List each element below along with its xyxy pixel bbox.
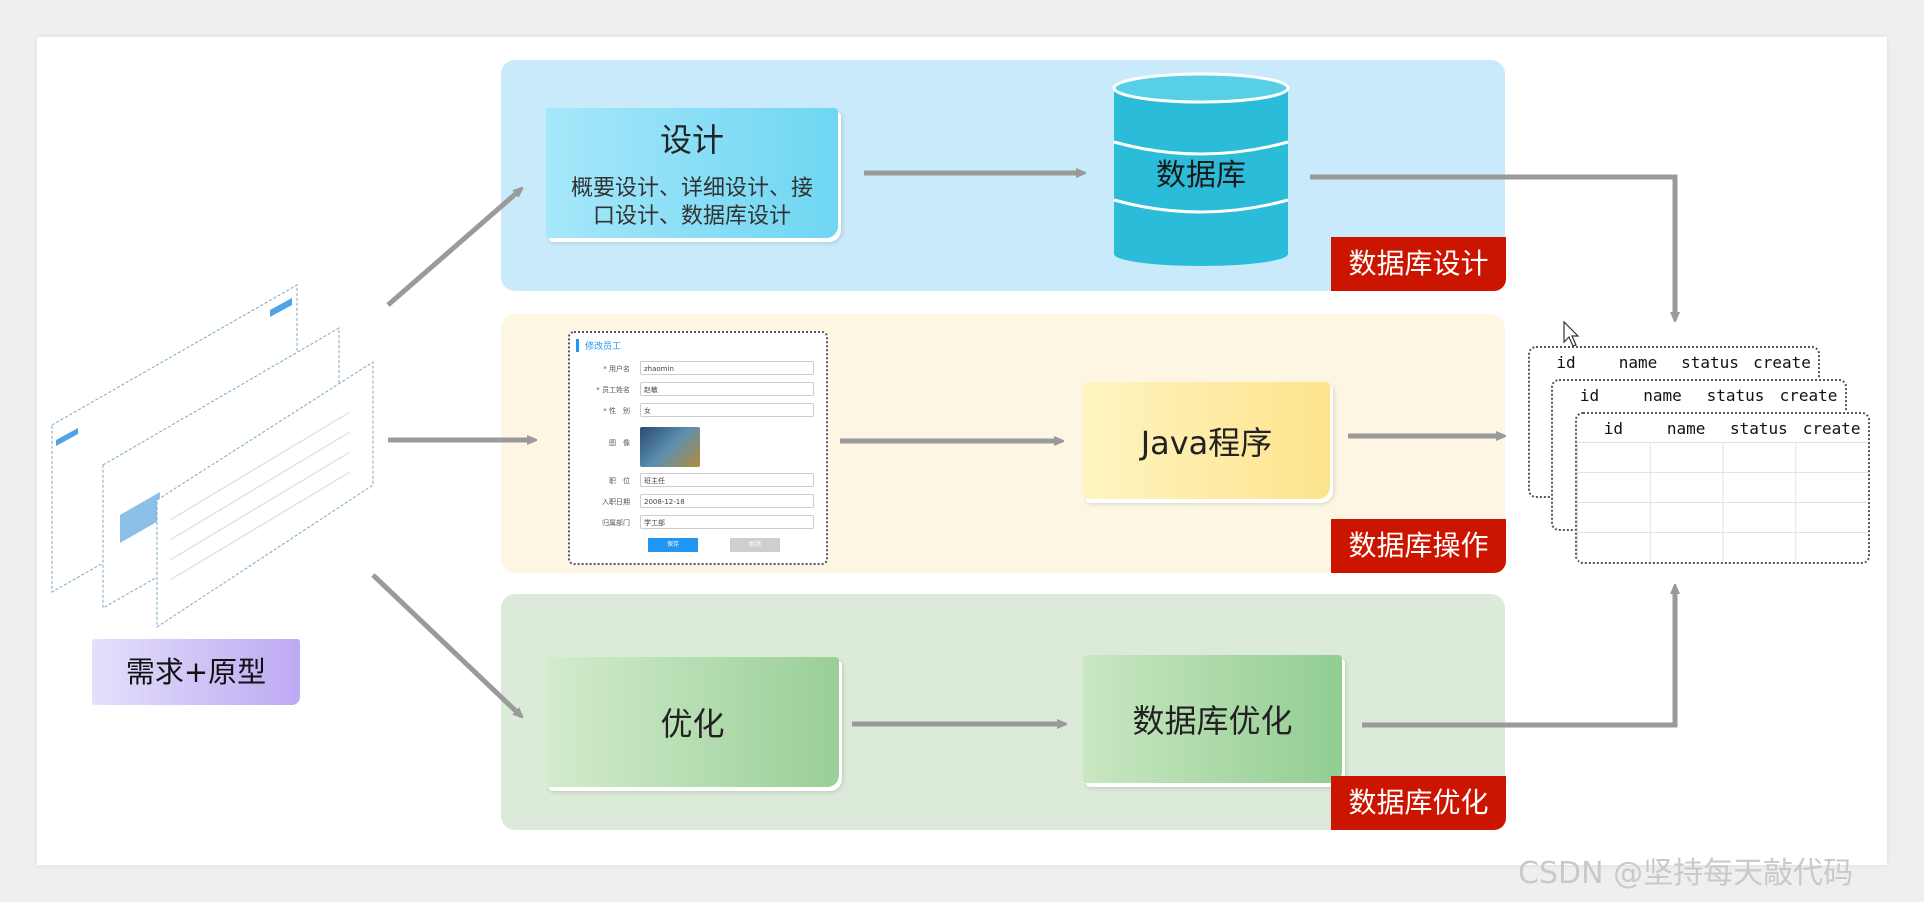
- save-button[interactable]: 保存: [648, 538, 698, 552]
- field-label: 入职日期: [602, 498, 630, 506]
- table-grid: [1577, 442, 1868, 562]
- field-input[interactable]: 赵敏: [640, 382, 814, 396]
- optimize-box: 优化: [546, 657, 839, 787]
- design-box: 设计 概要设计、详细设计、接口设计、数据库设计: [546, 108, 838, 238]
- image-label: 图 像: [609, 439, 630, 447]
- form-header: 修改员工: [576, 339, 621, 352]
- design-title: 设计: [659, 121, 724, 159]
- field-label: 职 位: [609, 477, 630, 485]
- db-table-stack-front: id name status create: [1575, 412, 1870, 564]
- field-label: * 员工姓名: [596, 386, 630, 394]
- tag-db-operation: 数据库操作: [1331, 519, 1506, 573]
- table-header: id name status create: [1530, 348, 1818, 376]
- optimize-title: 优化: [660, 705, 725, 743]
- column-header: id: [1556, 352, 1576, 372]
- arrow-to-optimize: [371, 573, 520, 715]
- java-program-box: Java程序: [1083, 382, 1330, 499]
- cancel-button[interactable]: 取消: [730, 538, 780, 552]
- field-input[interactable]: zhaomin: [640, 361, 814, 375]
- avatar-thumbnail: [640, 427, 700, 467]
- java-title: Java程序: [1140, 423, 1273, 462]
- design-subtitle: 概要设计、详细设计、接口设计、数据库设计: [570, 176, 813, 229]
- field-select[interactable]: 学工部: [640, 515, 814, 529]
- arrow-to-design: [386, 190, 520, 307]
- employee-form-mockup: 修改员工 * 用户名 zhaomin * 员工姓名 赵敏 * 性 别 女 图 像…: [568, 331, 828, 565]
- column-header: id: [1579, 385, 1600, 405]
- db-optimize-box: 数据库优化: [1083, 655, 1342, 783]
- prototype-pages-illustration: [51, 284, 374, 628]
- form-row: 职 位 班主任: [578, 473, 816, 489]
- mouse-cursor-icon: [1563, 320, 1580, 347]
- tag-db-optimize: 数据库优化: [1331, 776, 1506, 830]
- column-header: status: [1729, 418, 1788, 438]
- form-row: * 性 别 女: [578, 403, 816, 419]
- column-header: status: [1681, 352, 1739, 372]
- db-optimize-title: 数据库优化: [1132, 702, 1293, 740]
- column-header: create: [1779, 385, 1838, 405]
- watermark: CSDN @坚持每天敲代码: [1518, 856, 1854, 891]
- requirements-label: 需求+原型: [92, 639, 300, 705]
- field-select[interactable]: 班主任: [640, 473, 814, 487]
- column-header: id: [1603, 418, 1623, 438]
- database-cylinder-icon: [1112, 72, 1290, 266]
- date-input[interactable]: 2008-12-18: [640, 494, 814, 508]
- column-header: name: [1618, 352, 1658, 372]
- arrow-dbopt-to-tables: [1362, 588, 1675, 728]
- column-header: status: [1706, 385, 1765, 405]
- column-header: name: [1643, 385, 1682, 405]
- tag-db-design: 数据库设计: [1331, 237, 1506, 291]
- form-row: * 用户名 zhaomin: [578, 361, 816, 377]
- form-row: 归属部门 学工部: [578, 515, 816, 531]
- field-label: 归属部门: [602, 519, 630, 527]
- column-header: create: [1753, 352, 1811, 372]
- column-header: name: [1666, 418, 1706, 438]
- column-header: create: [1802, 418, 1861, 438]
- table-header: id name status create: [1577, 414, 1868, 442]
- database-label: 数据库: [1156, 158, 1246, 193]
- field-label: * 性 别: [603, 407, 630, 415]
- table-header: id name status create: [1553, 381, 1845, 409]
- form-row: 入职日期 2008-12-18: [578, 494, 816, 510]
- field-label: * 用户名: [603, 365, 630, 373]
- arrow-db-to-tables: [1310, 174, 1675, 318]
- form-row: * 员工姓名 赵敏: [578, 382, 816, 398]
- field-select[interactable]: 女: [640, 403, 814, 417]
